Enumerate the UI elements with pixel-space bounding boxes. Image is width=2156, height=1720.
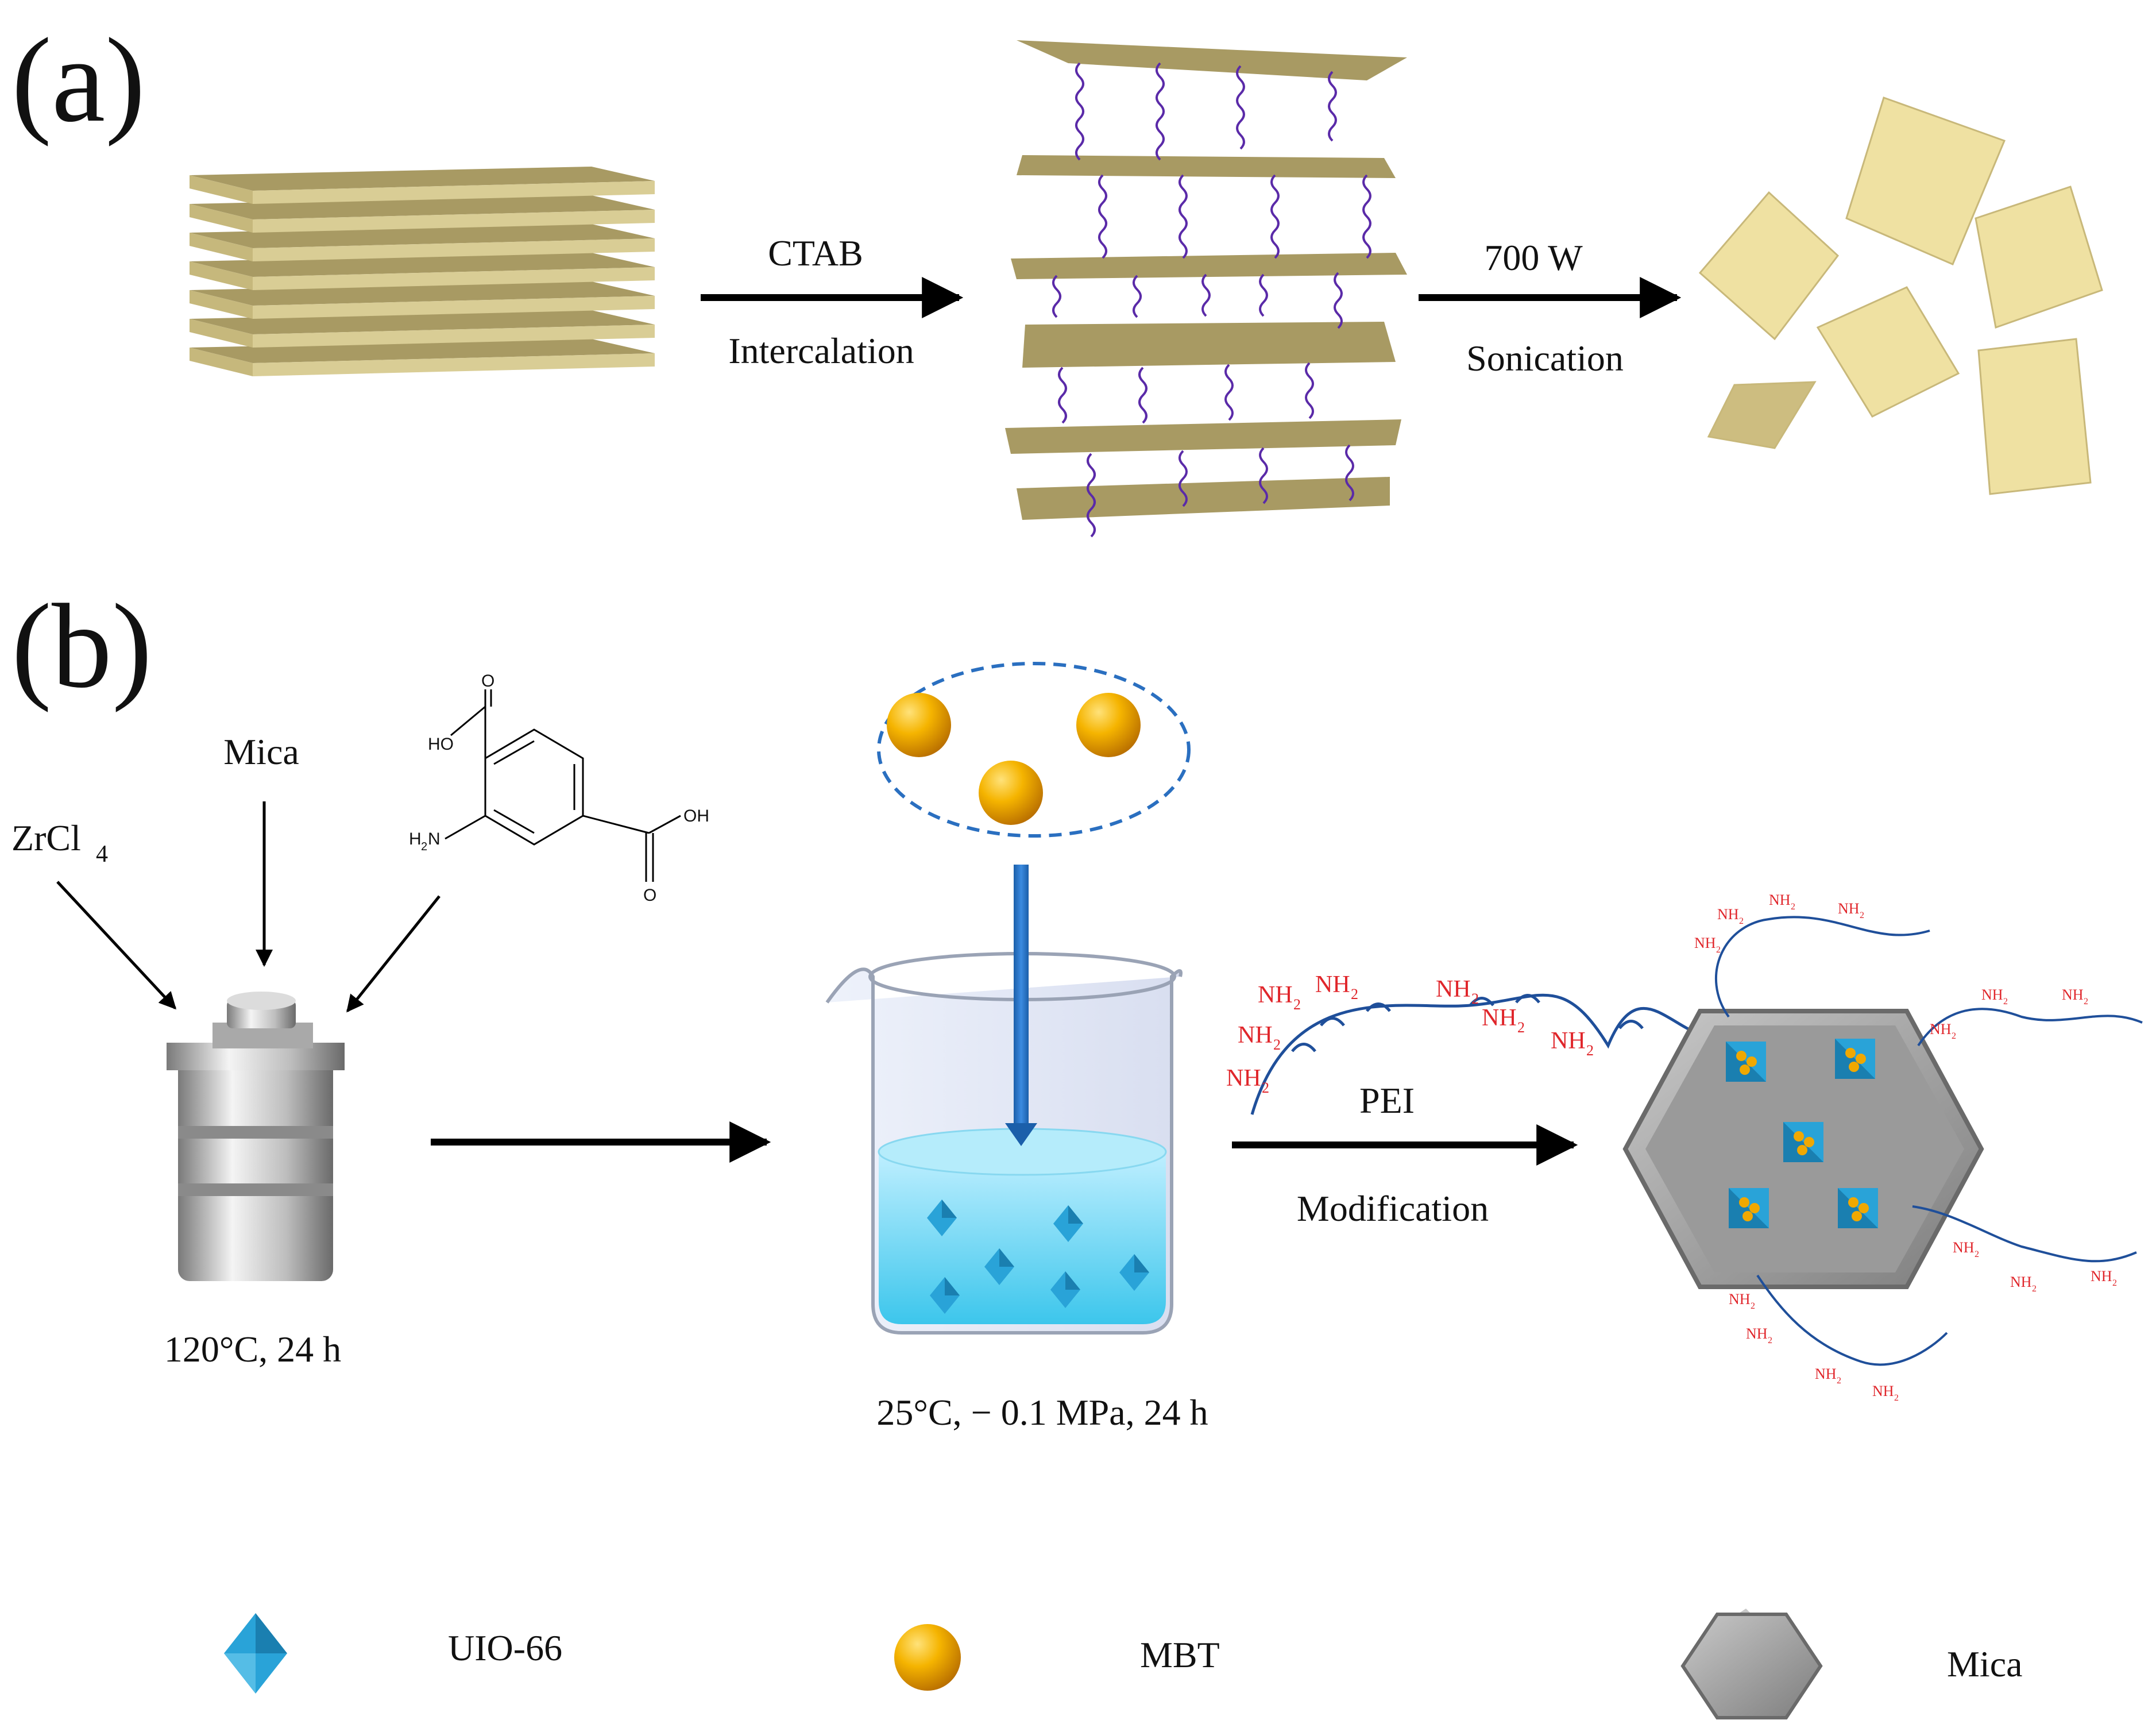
svg-text:2: 2 [1768, 1336, 1772, 1345]
svg-text:2: 2 [1351, 986, 1358, 1002]
svg-text:NH: NH [1953, 1239, 1975, 1256]
arrow-linker-in [346, 895, 441, 1013]
linker-nh2: H 2 N [409, 830, 441, 853]
svg-text:2: 2 [1894, 1393, 1899, 1403]
label-intercalation: Intercalation [728, 330, 914, 371]
legend-uio66-label: UIO-66 [448, 1628, 562, 1668]
svg-text:NH: NH [1746, 1325, 1768, 1342]
svg-text:2: 2 [1517, 1019, 1525, 1036]
label-sonication: Sonication [1466, 338, 1624, 379]
svg-text:NH: NH [2091, 1268, 2112, 1285]
svg-text:NH: NH [1838, 900, 1860, 917]
beaker-icon [825, 952, 1183, 1335]
svg-text:NH: NH [1729, 1291, 1751, 1308]
stacked-mica-layers [190, 167, 655, 376]
svg-text:NH: NH [2010, 1274, 2032, 1290]
grafted-pei-chains [1714, 916, 2143, 1366]
svg-text:2: 2 [1293, 996, 1301, 1013]
mbt-molecule-1 [887, 693, 951, 757]
autoclave-condition: 120°C, 24 h [164, 1329, 341, 1370]
label-pei: PEI [1359, 1080, 1415, 1121]
pei-molecule [1250, 993, 1701, 1115]
svg-text:2: 2 [1586, 1042, 1594, 1059]
svg-text:2: 2 [1860, 911, 1864, 920]
svg-text:NH: NH [1226, 1065, 1261, 1092]
beaker-condition: 25°C, − 0.1 MPa, 24 h [876, 1392, 1208, 1433]
svg-text:NH: NH [1238, 1022, 1273, 1048]
svg-text:2: 2 [421, 840, 427, 853]
svg-text:NH: NH [1815, 1366, 1837, 1382]
mbt-molecule-3 [979, 761, 1043, 825]
autoclave-reactor-icon [167, 992, 345, 1281]
legend-mica-label: Mica [1947, 1644, 2023, 1684]
intercalated-mica-sheets [1005, 40, 1407, 538]
svg-text:2: 2 [1471, 990, 1479, 1007]
svg-text:NH: NH [1551, 1028, 1586, 1054]
arrow-zrcl4-in [56, 881, 177, 1010]
aminoterephthalic-acid-structure [445, 689, 681, 882]
svg-text:2: 2 [1273, 1036, 1281, 1053]
uio66-crystals-in-beaker [927, 1200, 1149, 1314]
mbt-molecule-2 [1076, 693, 1141, 757]
panel-label-a: (a) [11, 14, 145, 147]
label-mica-input: Mica [223, 731, 299, 772]
svg-text:ZrCl: ZrCl [11, 817, 81, 858]
label-ctab: CTAB [768, 233, 863, 273]
svg-text:NH: NH [1872, 1383, 1894, 1399]
svg-text:2: 2 [1952, 1031, 1956, 1041]
loaded-uio66-particles [1726, 1039, 1878, 1228]
svg-text:2: 2 [1716, 945, 1721, 955]
svg-text:2: 2 [2003, 997, 2008, 1006]
legend-mbt-icon [894, 1624, 961, 1691]
svg-text:NH: NH [1930, 1021, 1952, 1038]
legend-mica-icon [1680, 1609, 1823, 1719]
linker-oh: OH [683, 807, 709, 826]
svg-text:H: H [409, 830, 422, 849]
svg-text:NH: NH [1436, 976, 1471, 1002]
exfoliated-mica-flakes [1698, 97, 2103, 495]
label-zrcl4: ZrCl 4 [11, 817, 108, 867]
svg-text:2: 2 [1739, 916, 1744, 926]
legend: UIO-66 MBT Mica [224, 1609, 2023, 1719]
svg-text:NH: NH [1717, 906, 1739, 923]
svg-text:N: N [428, 830, 441, 849]
linker-o-bottom: O [643, 886, 656, 905]
panel-label-b: (b) [11, 580, 152, 713]
svg-text:2: 2 [2112, 1278, 2117, 1288]
label-700w: 700 W [1484, 237, 1583, 278]
legend-mbt-label: MBT [1140, 1634, 1220, 1675]
svg-text:NH: NH [1482, 1005, 1517, 1031]
svg-text:2: 2 [1262, 1079, 1269, 1096]
svg-text:4: 4 [96, 841, 108, 867]
legend-uio66-icon [224, 1613, 287, 1694]
svg-text:NH: NH [1258, 982, 1293, 1008]
svg-text:2: 2 [1837, 1376, 1841, 1386]
svg-text:NH: NH [1694, 935, 1716, 951]
svg-text:NH: NH [2062, 986, 2084, 1003]
mbt-delivery-arrowhead [1005, 1123, 1037, 1146]
svg-text:2: 2 [2084, 997, 2088, 1006]
svg-text:NH: NH [1315, 971, 1350, 998]
label-modification: Modification [1297, 1188, 1489, 1229]
svg-text:NH: NH [1769, 892, 1791, 908]
linker-ho: HO [428, 735, 454, 754]
svg-text:2: 2 [1975, 1249, 1979, 1259]
mbt-delivery-rod [1014, 865, 1029, 1123]
linker-o-top: O [481, 672, 494, 691]
svg-text:2: 2 [1751, 1301, 1755, 1311]
mbt-dashed-ellipse [877, 662, 1191, 838]
svg-text:2: 2 [2032, 1284, 2037, 1294]
svg-text:2: 2 [1791, 902, 1795, 912]
svg-text:NH: NH [1981, 986, 2003, 1003]
